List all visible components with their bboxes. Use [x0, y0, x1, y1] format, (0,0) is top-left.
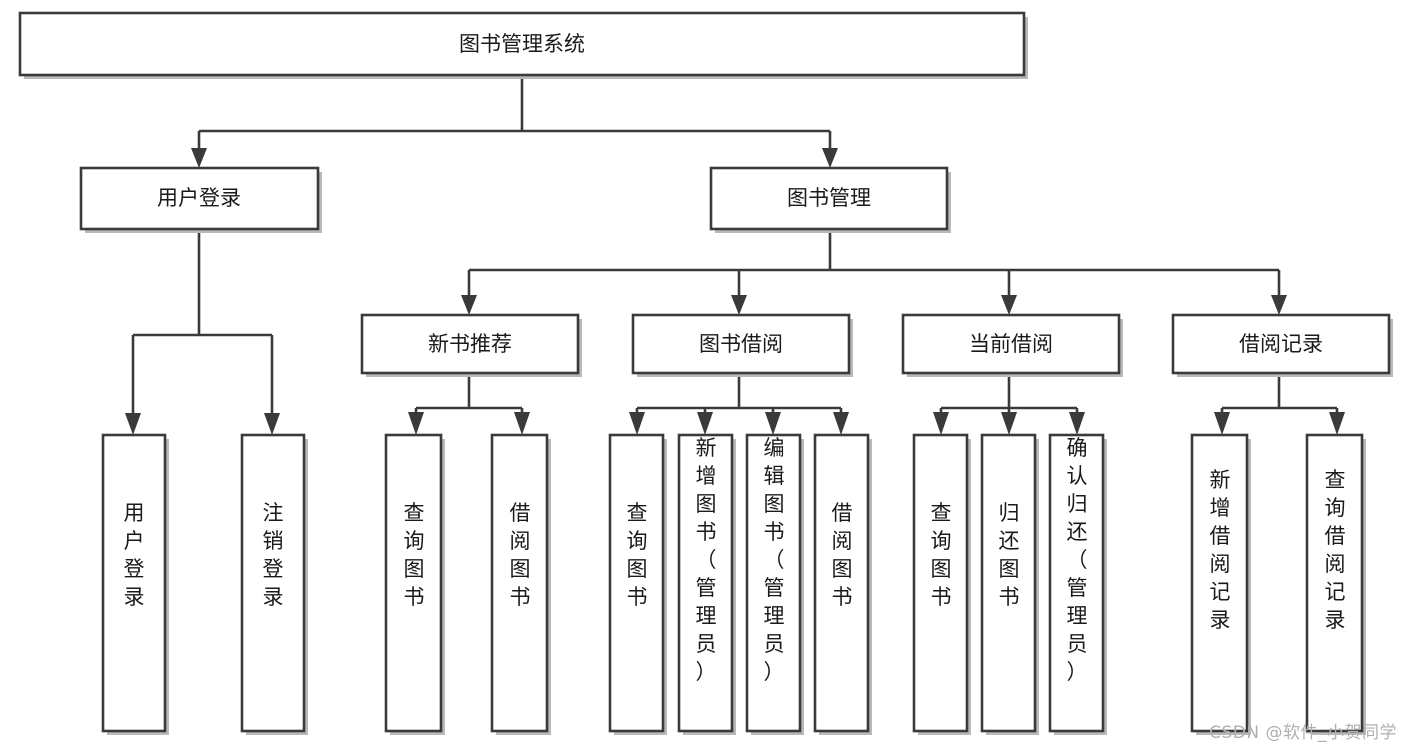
leaf-br-2-label: 查询借阅记录	[1325, 468, 1346, 632]
leaf-nb-1-box	[384, 433, 443, 733]
borrow-records-label: 借阅记录	[1239, 332, 1323, 356]
root-label: 图书管理系统	[459, 32, 585, 56]
arrow-borrowrecords-leaf-2	[1329, 412, 1345, 435]
arrow-currentborrow-leaf-1	[933, 412, 949, 435]
leaf-cb-2-box	[980, 433, 1037, 733]
arrow-borrowbooks-leaf-1	[629, 412, 645, 435]
new-book-recommend-box	[360, 313, 580, 375]
leaf-current-return-book[interactable]: 归还图书	[980, 433, 1039, 735]
leaf-bb-1-box	[608, 433, 665, 733]
book-management-label: 图书管理	[787, 186, 871, 210]
user-login-box	[79, 166, 320, 231]
arrow-user-leaf-2	[264, 413, 280, 435]
leaf-cb-1-box	[912, 433, 969, 733]
leaf-ul-2-box	[240, 433, 306, 733]
book-management-box	[709, 166, 949, 231]
edge-layer	[125, 79, 1345, 435]
node-user-login[interactable]: 用户登录	[79, 166, 322, 233]
arrow-borrowbooks-leaf-2	[697, 412, 713, 435]
node-borrow-records[interactable]: 借阅记录	[1171, 313, 1393, 377]
leaf-records-query-record[interactable]: 查询借阅记录	[1305, 433, 1366, 735]
leaf-cb-1-label: 查询图书	[931, 501, 952, 609]
leaf-current-query-book[interactable]: 查询图书	[912, 433, 971, 735]
leaf-br-1-label: 新增借阅记录	[1210, 468, 1231, 632]
current-borrow-label: 当前借阅	[969, 332, 1053, 356]
arrow-newbooks-leaf-2	[514, 412, 530, 435]
user-login-label: 用户登录	[157, 186, 241, 210]
leaf-user-login-login[interactable]: 用户登录	[101, 433, 169, 735]
arrow-newbooks-leaf-1	[408, 412, 424, 435]
leaf-bb-4-label: 借阅图书	[832, 501, 853, 609]
leaf-cb-3-label: 确认归还（管理员）	[1067, 436, 1088, 684]
leaf-borrow-borrow-book[interactable]: 借阅图书	[813, 433, 872, 735]
leaf-bb-3-label: 编辑图书（管理员）	[764, 436, 785, 684]
leaf-user-login-logout[interactable]: 注销登录	[240, 433, 308, 735]
leaf-nb-1-label: 查询图书	[404, 501, 425, 609]
leaf-bb-1-label: 查询图书	[627, 501, 648, 609]
node-book-management[interactable]: 图书管理	[709, 166, 951, 233]
book-borrow-box	[631, 313, 851, 375]
arrow-to-book-mgmt	[822, 148, 838, 168]
leaf-br-2-box	[1305, 433, 1364, 733]
leaf-borrow-add-book[interactable]: 新增图书（管理员）	[677, 433, 736, 735]
new-book-recommend-label: 新书推荐	[428, 332, 512, 356]
node-book-borrow[interactable]: 图书借阅	[631, 313, 853, 377]
node-new-book-recommend[interactable]: 新书推荐	[360, 313, 582, 377]
arrow-currentborrow-leaf-3	[1069, 412, 1085, 435]
borrow-records-box	[1171, 313, 1391, 375]
arrow-to-user-login	[191, 148, 207, 168]
leaf-bb-2-label: 新增图书（管理员）	[696, 436, 717, 684]
node-root[interactable]: 图书管理系统	[18, 11, 1028, 79]
leaf-new-books-borrow[interactable]: 借阅图书	[490, 433, 551, 735]
current-borrow-box	[901, 313, 1121, 375]
node-current-borrow[interactable]: 当前借阅	[901, 313, 1123, 377]
leaf-records-add-record[interactable]: 新增借阅记录	[1190, 433, 1251, 735]
leaf-cb-2-label: 归还图书	[999, 501, 1020, 609]
book-borrow-label: 图书借阅	[699, 332, 783, 356]
arrow-to-borrow-books	[731, 295, 747, 315]
leaf-ul-2-label: 注销登录	[263, 501, 284, 609]
arrow-borrowbooks-leaf-3	[765, 412, 781, 435]
leaf-nb-2-box	[490, 433, 549, 733]
arrow-borrowrecords-leaf-1	[1214, 412, 1230, 435]
leaf-bb-4-box	[813, 433, 870, 733]
leaf-current-confirm-return[interactable]: 确认归还（管理员）	[1048, 433, 1107, 735]
leaf-ul-1-box	[101, 433, 167, 733]
arrow-user-leaf-1	[125, 413, 141, 435]
leaf-bb-3-box	[745, 433, 802, 733]
arrow-to-new-books	[461, 295, 477, 315]
leaf-cb-3-box	[1048, 433, 1105, 733]
arrow-borrowbooks-leaf-4	[833, 412, 849, 435]
leaf-borrow-edit-book[interactable]: 编辑图书（管理员）	[745, 433, 804, 735]
arrow-to-borrow-records	[1271, 295, 1287, 315]
leaf-nb-2-label: 借阅图书	[510, 501, 531, 609]
leaf-ul-1-label: 用户登录	[124, 501, 145, 609]
leaf-br-1-box	[1190, 433, 1249, 733]
arrow-to-current-borrow	[1001, 295, 1017, 315]
arrow-currentborrow-leaf-2	[1001, 412, 1017, 435]
leaf-borrow-query-book[interactable]: 查询图书	[608, 433, 667, 735]
root-box	[18, 11, 1026, 77]
leaf-bb-2-box	[677, 433, 734, 733]
leaf-new-books-query[interactable]: 查询图书	[384, 433, 445, 735]
